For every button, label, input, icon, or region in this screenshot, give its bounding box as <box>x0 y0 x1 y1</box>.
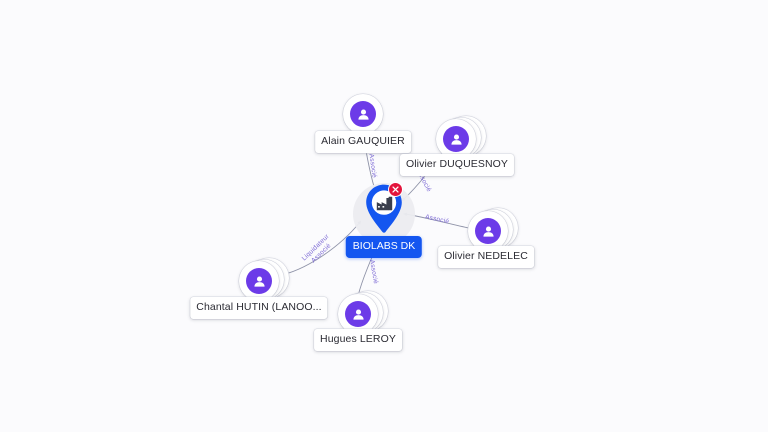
person-icon <box>475 218 501 244</box>
person-node-label-alain-gauquier[interactable]: Alain GAUQUIER <box>315 131 411 153</box>
close-circle-icon[interactable] <box>388 182 403 197</box>
company-node-label[interactable]: BIOLABS DK <box>345 236 423 258</box>
edge-hugues-leroy-label: Associé <box>367 259 380 285</box>
edge-olivier-nedelec-label: Associé <box>424 213 450 226</box>
company-node-biolabs-dk[interactable] <box>353 182 415 245</box>
person-node-chantal-hutin[interactable] <box>239 258 289 301</box>
person-node-label-chantal-hutin[interactable]: Chantal HUTIN (LANOO... <box>190 297 328 319</box>
person-node-label-olivier-nedelec[interactable]: Olivier NEDELEC <box>438 246 534 268</box>
person-node-alain-gauquier[interactable] <box>343 94 383 134</box>
person-node-label-olivier-duquesnoy[interactable]: Olivier DUQUESNOY <box>399 154 515 176</box>
person-node-hugues-leroy[interactable] <box>338 291 388 334</box>
person-icon <box>345 301 371 327</box>
person-icon <box>443 126 469 152</box>
person-icon <box>246 268 272 294</box>
factory-icon <box>375 194 393 212</box>
edge-alain-gauquier-label: Associé <box>367 153 378 179</box>
person-node-olivier-nedelec[interactable] <box>468 208 518 251</box>
person-icon <box>350 101 376 127</box>
person-node-olivier-duquesnoy[interactable] <box>436 116 486 159</box>
person-node-label-hugues-leroy[interactable]: Hugues LEROY <box>314 329 402 351</box>
